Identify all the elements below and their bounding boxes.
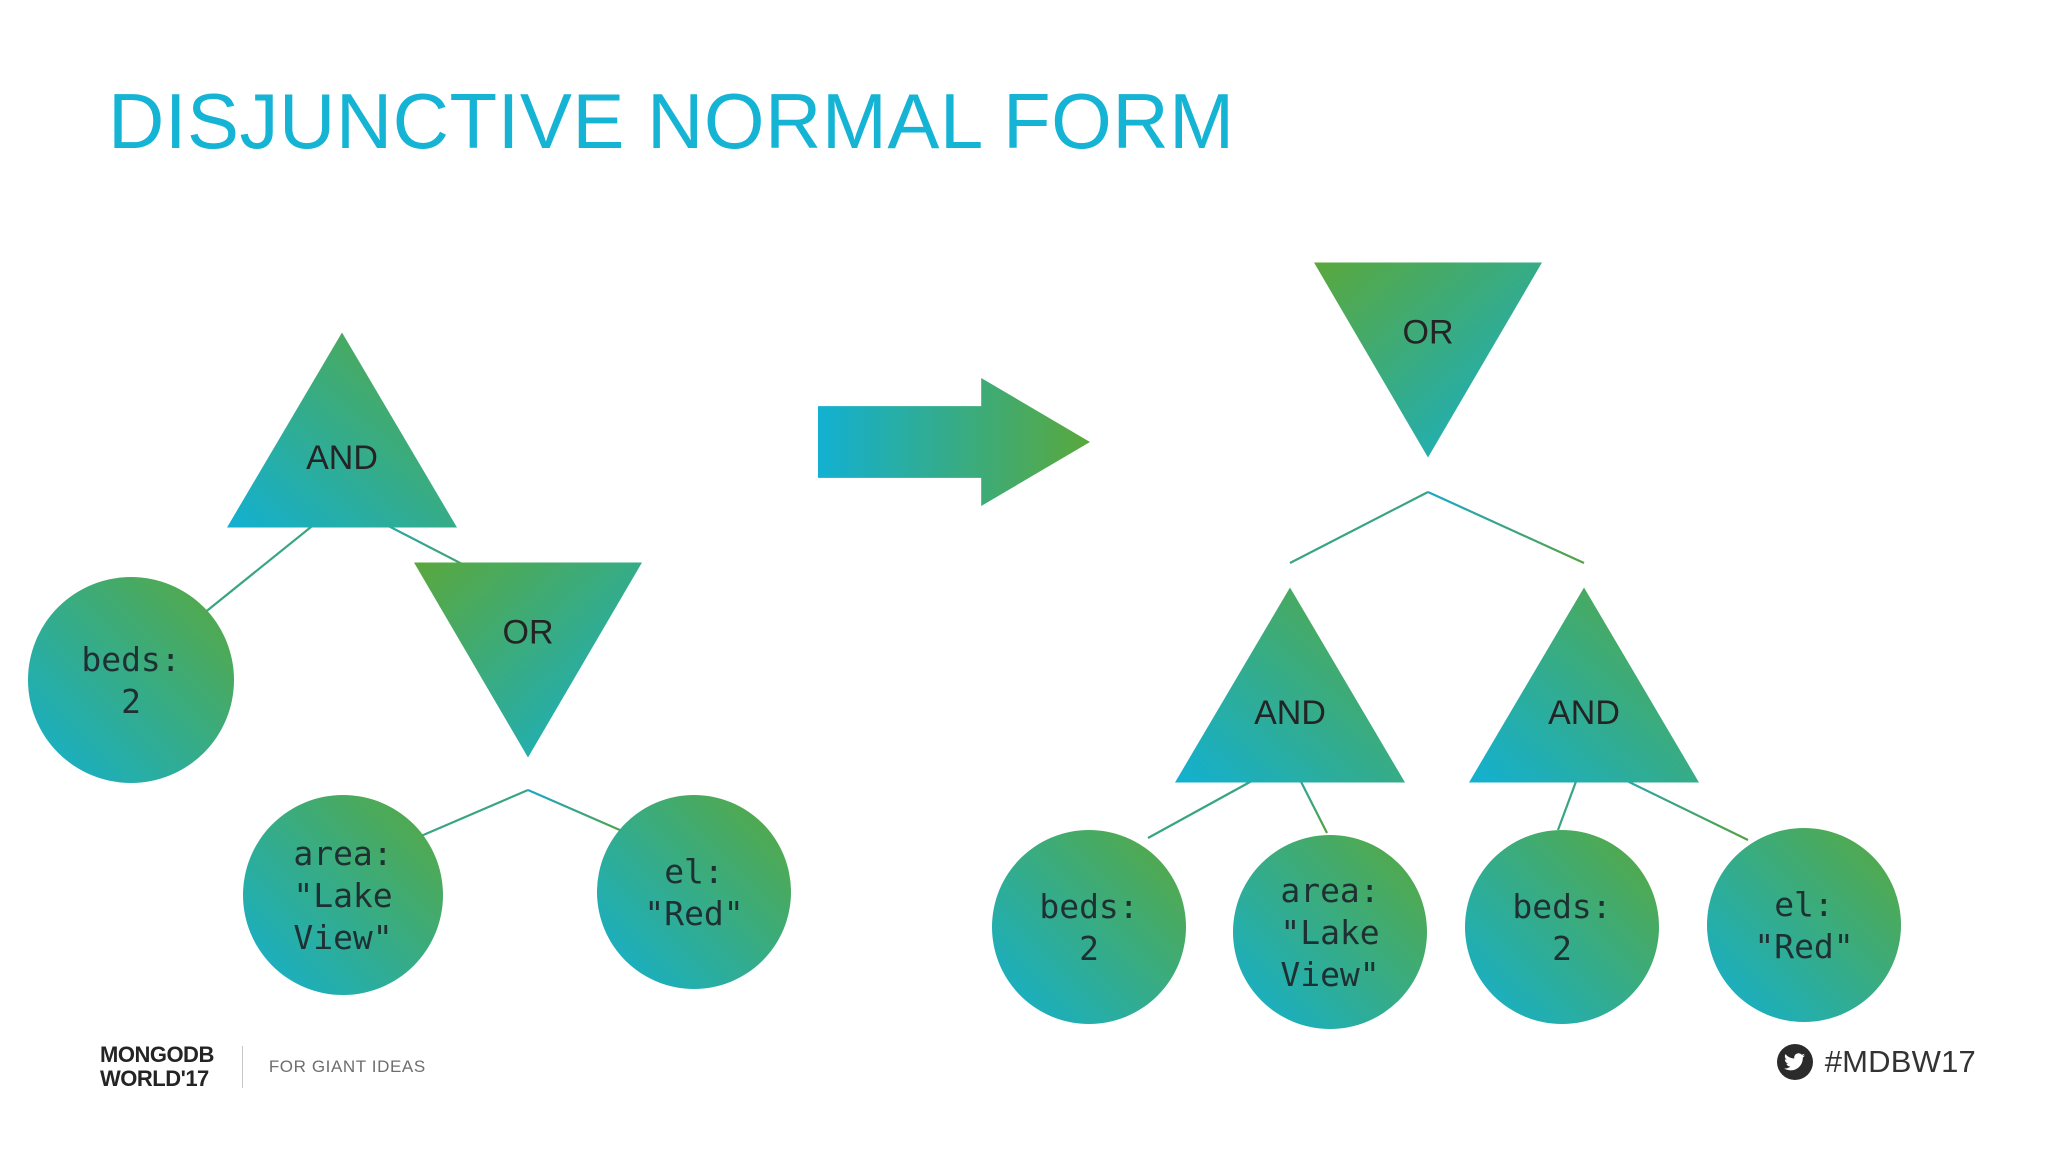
circle-shape (1707, 828, 1901, 1022)
circle-shape (1233, 835, 1427, 1029)
tree-edge-l-or-to-l-el (527, 788, 630, 836)
node-label-r-beds-2-line-1: beds: (1512, 887, 1611, 926)
node-label-r-area-line-2: "Lake (1280, 913, 1379, 952)
node-label-r-beds-1-line-2: 2 (1079, 929, 1099, 968)
hashtag-label: #MDBW17 (1824, 1044, 1976, 1079)
node-label-r-area-line-3: View" (1280, 955, 1379, 994)
node-l-and[interactable]: AND (227, 332, 457, 528)
tree-edge-r-or-to-r-and-1 (1289, 491, 1429, 564)
node-l-el[interactable]: el:"Red" (597, 795, 791, 989)
node-label-r-area-line-1: area: (1280, 871, 1379, 910)
circle-shape (28, 577, 234, 783)
node-r-or[interactable]: OR (1314, 262, 1542, 458)
circle-shape (1465, 830, 1659, 1024)
node-r-el[interactable]: el:"Red" (1707, 828, 1901, 1022)
node-label-r-and-1: AND (1254, 694, 1326, 732)
node-l-beds[interactable]: beds:2 (28, 577, 234, 783)
node-r-and-2[interactable]: AND (1469, 587, 1699, 783)
node-label-l-and: AND (306, 439, 378, 477)
transformation-arrow-group (818, 378, 1090, 506)
triangle-up-shape (227, 332, 457, 528)
circle-shape (992, 830, 1186, 1024)
node-label-l-el-line-1: el: (664, 852, 724, 891)
page-title: DISJUNCTIVE NORMAL FORM (108, 77, 1235, 165)
node-label-l-area-line-1: area: (293, 834, 392, 873)
triangle-down-shape (1314, 262, 1542, 458)
footer-hashtag: #MDBW17 (1776, 1044, 1976, 1080)
brand-divider (241, 1046, 243, 1088)
triangle-up-shape (1469, 587, 1699, 783)
tree-edges (197, 490, 1749, 841)
transformation-arrow (818, 378, 1090, 506)
circle-shape (597, 795, 791, 989)
node-label-l-area-line-2: "Lake (293, 876, 392, 915)
node-r-and-1[interactable]: AND (1175, 587, 1405, 783)
tree-edge-l-or-to-l-area (420, 788, 529, 838)
triangle-down-shape (414, 562, 642, 758)
circle-shape (243, 795, 443, 995)
node-l-or[interactable]: OR (414, 562, 642, 758)
node-label-r-el-line-1: el: (1774, 885, 1834, 924)
node-r-beds-2[interactable]: beds:2 (1465, 830, 1659, 1024)
node-label-r-beds-1-line-1: beds: (1039, 887, 1138, 926)
node-label-l-beds-line-2: 2 (121, 682, 141, 721)
triangle-up-shape (1175, 587, 1405, 783)
footer-brand: MONGODB WORLD'17 FOR GIANT IDEAS (100, 1040, 426, 1094)
node-label-l-el-line-2: "Red" (644, 894, 743, 933)
node-label-r-beds-2-line-2: 2 (1552, 929, 1572, 968)
node-label-l-area-line-3: View" (293, 918, 392, 957)
node-label-r-el-line-2: "Red" (1754, 927, 1853, 966)
brand-line-1: MONGODB (100, 1042, 214, 1067)
brand-tagline: FOR GIANT IDEAS (268, 1057, 426, 1076)
node-label-r-or: OR (1403, 313, 1454, 351)
node-label-l-or: OR (503, 613, 554, 651)
node-label-r-and-2: AND (1548, 694, 1620, 732)
twitter-bird-icon (1776, 1044, 1813, 1080)
node-label-l-beds-line-1: beds: (81, 640, 180, 679)
tree-edge-r-or-to-r-and-2 (1427, 490, 1585, 565)
node-r-beds-1[interactable]: beds:2 (992, 830, 1186, 1024)
brand-line-2: WORLD'17 (100, 1066, 209, 1091)
mongodb-world-logo: MONGODB WORLD'17 (100, 1043, 214, 1091)
